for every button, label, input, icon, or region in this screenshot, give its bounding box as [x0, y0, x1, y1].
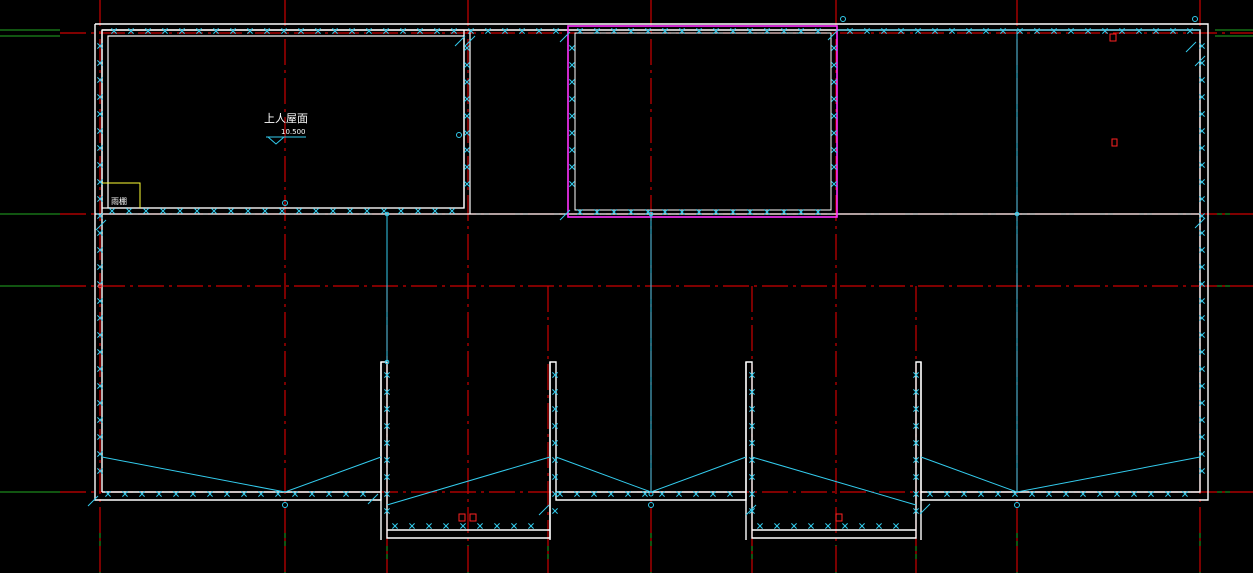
roof-label: 上人屋面	[264, 112, 308, 125]
canopy-box[interactable]	[101, 182, 141, 208]
rebar-x-markers	[97, 28, 1205, 529]
red-square-markers	[458, 33, 1118, 522]
cyan-lines	[87, 29, 1206, 516]
elevation-symbol	[266, 136, 306, 145]
roof-area-box[interactable]	[95, 29, 1200, 215]
selected-room-box[interactable]	[567, 25, 838, 218]
node-markers	[97, 16, 1198, 508]
canopy-label: 雨棚	[111, 196, 127, 206]
roof-elevation-label: 10.500	[281, 128, 306, 136]
red-axis-lines	[60, 0, 1253, 573]
